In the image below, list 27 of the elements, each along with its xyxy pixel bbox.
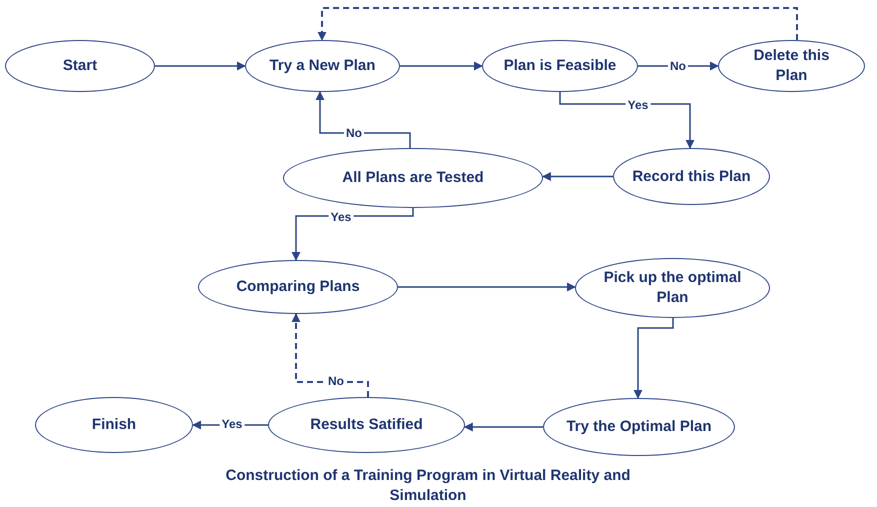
edge-label: No (668, 59, 688, 73)
edge-label: No (326, 374, 346, 388)
node-label: Record this Plan (631, 166, 752, 186)
node-label: Finish (90, 415, 138, 435)
edge-label: No (344, 126, 364, 140)
arrow (400, 62, 483, 70)
node-label: Pick up the optimal Plan (602, 268, 742, 308)
node-label: Results Satified (309, 415, 424, 435)
node-label: Delete this Plan (752, 46, 830, 86)
arrow (542, 172, 613, 181)
arrow (316, 91, 411, 148)
node-label: Start (62, 56, 98, 76)
arrow (464, 422, 543, 432)
node-label: All Plans are Tested (341, 168, 485, 188)
arrow (318, 7, 798, 41)
arrow (292, 313, 369, 397)
edge-label: Yes (626, 98, 650, 112)
edge-label: Yes (328, 210, 354, 224)
node-label: Try a New Plan (268, 56, 376, 76)
arrow (155, 62, 246, 70)
arrow (398, 282, 576, 292)
node-label: Comparing Plans (235, 277, 361, 297)
edge-label: Yes (220, 417, 244, 431)
node-label: Plan is Feasible (502, 56, 618, 76)
caption: Construction of a Training Program in Virtual Reality and Simulation (224, 466, 632, 506)
arrow (634, 318, 674, 399)
node-label: Try the Optimal Plan (565, 417, 713, 437)
